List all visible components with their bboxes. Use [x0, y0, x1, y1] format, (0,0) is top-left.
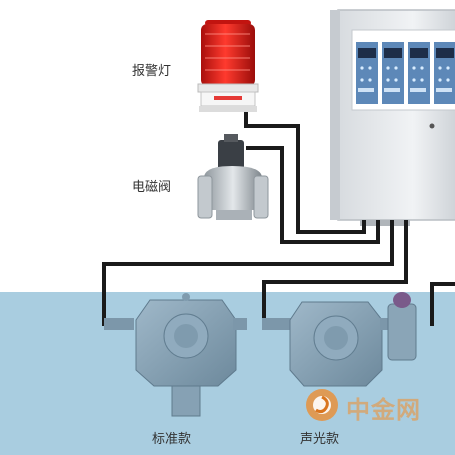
controller-icon — [330, 9, 455, 226]
watermark-text: 中金网 — [346, 395, 421, 424]
sound-light-model-label: 声光款 — [300, 432, 340, 447]
cable-detector-2 — [262, 220, 408, 326]
cable-alarm — [244, 112, 366, 234]
standard-model-label: 标准款 — [152, 432, 192, 447]
sound-light-detector-icon — [262, 292, 417, 387]
cable-detector-1 — [102, 220, 394, 326]
controller-keyhole — [429, 123, 435, 129]
cable-detector-3 — [430, 282, 455, 326]
watermark: 中金网 — [302, 388, 452, 424]
cable-valve — [246, 146, 380, 244]
wiring-cables — [102, 112, 455, 326]
standard-detector-icon — [104, 293, 247, 417]
watermark-logo-icon — [306, 389, 338, 421]
alarm-light-label: 报警灯 — [132, 64, 172, 79]
controller-display-panels — [356, 42, 455, 104]
alarm-light-icon — [197, 20, 259, 112]
solenoid-valve-label: 电磁阀 — [132, 180, 172, 195]
solenoid-valve-icon — [197, 134, 269, 220]
